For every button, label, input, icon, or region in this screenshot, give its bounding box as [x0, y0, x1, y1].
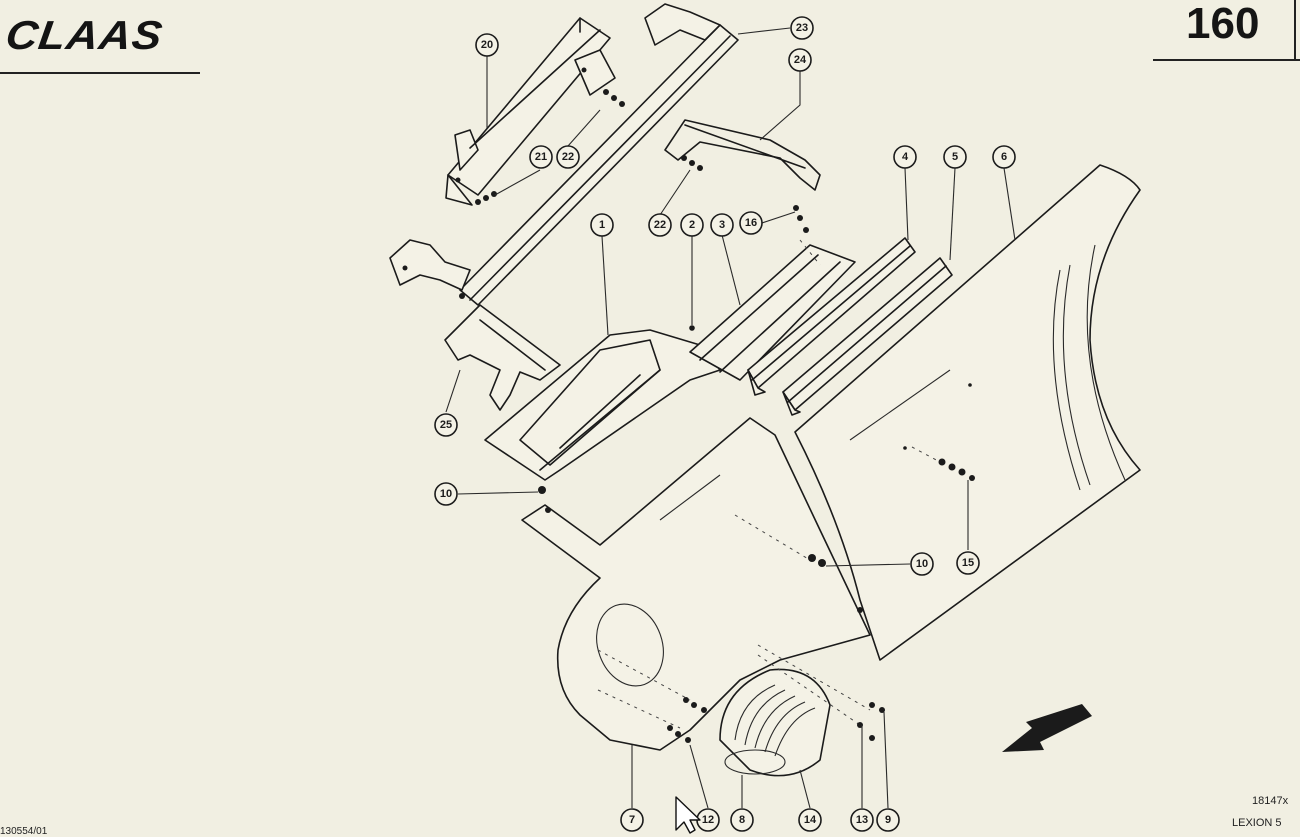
callout-6: 6 — [992, 145, 1016, 169]
svg-text:6: 6 — [1001, 151, 1007, 163]
callout-leaders — [445, 27, 1016, 809]
assembly-lines — [597, 239, 941, 729]
callout-22-lower: 22 — [648, 213, 672, 237]
part-1-duct — [484, 329, 721, 481]
part-24-strap — [664, 119, 821, 191]
svg-text:14: 14 — [804, 814, 817, 826]
svg-text:22: 22 — [654, 219, 666, 231]
direction-arrow-icon — [1002, 704, 1092, 752]
svg-text:16: 16 — [745, 217, 757, 229]
callout-10-right: 10 — [910, 552, 934, 576]
callout-23: 23 — [790, 16, 814, 40]
callout-2: 2 — [680, 213, 704, 237]
callout-14: 14 — [798, 808, 822, 832]
callout-21: 21 — [529, 145, 553, 169]
svg-text:5: 5 — [952, 151, 958, 163]
callout-24: 24 — [788, 48, 812, 72]
header-rule-right — [1153, 59, 1300, 61]
callout-4: 4 — [893, 145, 917, 169]
svg-text:7: 7 — [629, 814, 635, 826]
part-6-side-panel — [794, 164, 1141, 661]
callout-7: 7 — [620, 808, 644, 832]
svg-text:23: 23 — [796, 22, 808, 34]
part-7-housing — [521, 417, 871, 751]
svg-text:9: 9 — [885, 814, 891, 826]
model-reference: LEXION 5 — [1232, 817, 1282, 829]
svg-text:2: 2 — [689, 219, 695, 231]
frame-edge — [1294, 0, 1296, 60]
svg-text:3: 3 — [719, 219, 725, 231]
callout-13: 13 — [850, 808, 874, 832]
callout-16: 16 — [739, 211, 763, 235]
part-5-strip — [782, 257, 953, 416]
callout-15: 15 — [956, 551, 980, 575]
svg-text:1: 1 — [599, 219, 605, 231]
callout-25: 25 — [434, 413, 458, 437]
svg-text:25: 25 — [440, 419, 452, 431]
page-number: 160 — [1186, 0, 1260, 48]
part-25-bracket — [444, 304, 561, 411]
part-14-mesh — [719, 668, 831, 777]
callout-1: 1 — [590, 213, 614, 237]
svg-text:10: 10 — [916, 558, 928, 570]
svg-text:13: 13 — [856, 814, 868, 826]
mouse-cursor-icon — [675, 796, 701, 834]
svg-text:20: 20 — [481, 39, 493, 51]
svg-text:12: 12 — [702, 814, 714, 826]
header-rule-left — [0, 72, 200, 74]
part-20-bracket — [445, 17, 616, 206]
callout-12: 12 — [696, 808, 720, 832]
callout-9: 9 — [876, 808, 900, 832]
part-23-long-rail — [389, 3, 739, 306]
callout-8: 8 — [730, 808, 754, 832]
callout-10-left: 10 — [434, 482, 458, 506]
callout-3: 3 — [710, 213, 734, 237]
svg-text:21: 21 — [535, 151, 547, 163]
svg-text:10: 10 — [440, 488, 452, 500]
part-4-strip — [747, 237, 916, 396]
svg-text:8: 8 — [739, 814, 745, 826]
part-3-angle-profile — [689, 244, 856, 381]
svg-text:4: 4 — [902, 151, 909, 163]
callout-20: 20 — [475, 33, 499, 57]
svg-text:22: 22 — [562, 151, 574, 163]
drawing-reference: 18147x — [1252, 795, 1289, 807]
callout-5: 5 — [943, 145, 967, 169]
document-reference: 130554/01 — [0, 826, 48, 837]
svg-text:15: 15 — [962, 557, 974, 569]
svg-text:24: 24 — [794, 54, 807, 66]
callout-22-upper: 22 — [556, 145, 580, 169]
